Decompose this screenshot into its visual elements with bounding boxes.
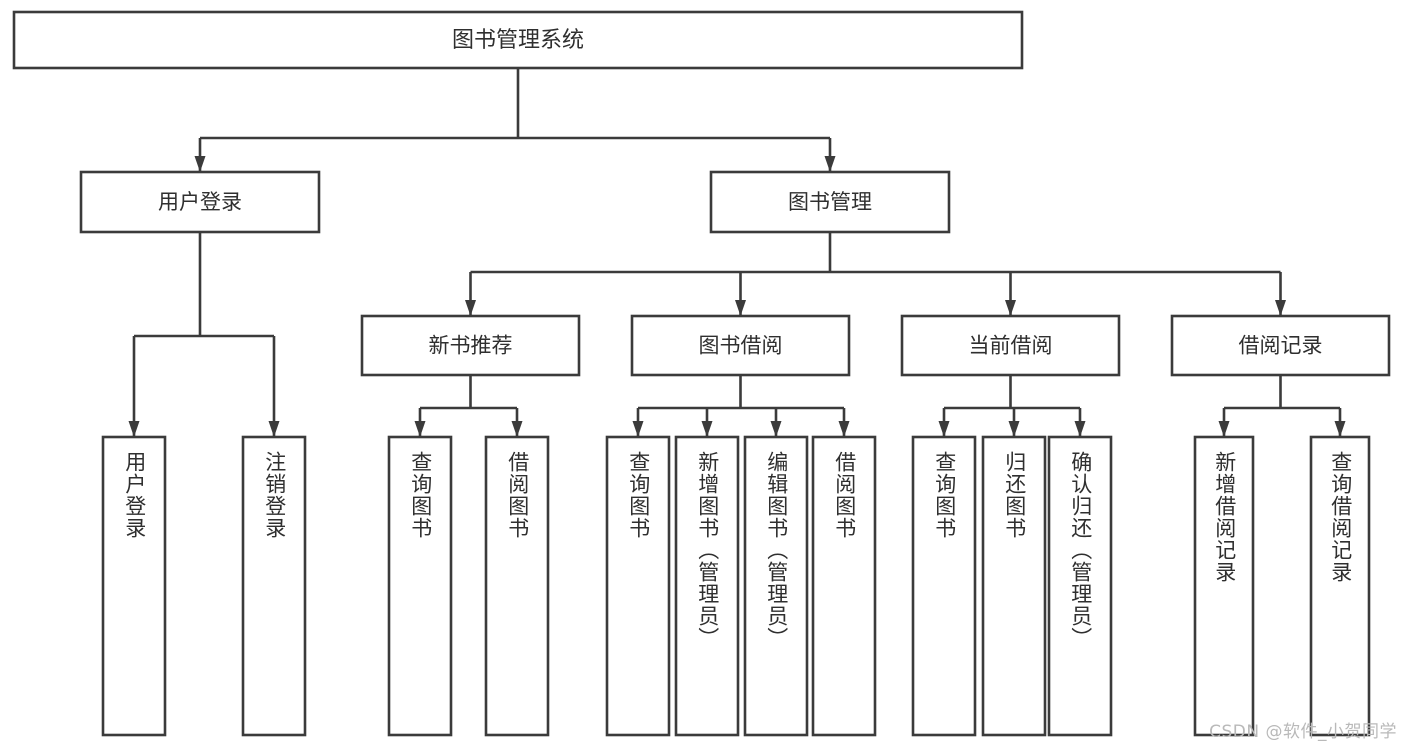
node-level2-1[interactable]: 图书管理	[709, 170, 951, 234]
node-leaf-2[interactable]	[387, 435, 453, 737]
node-level2-0[interactable]: 用户登录	[79, 170, 321, 234]
node-leaf-12-box	[1309, 435, 1371, 737]
conn-bookmgmt-arrow-0	[465, 300, 476, 316]
node-level3-2-label: 当前借阅	[969, 334, 1053, 358]
conn-current-arrow-1	[1008, 421, 1020, 437]
node-leaf-6-box	[743, 435, 809, 737]
node-level3-2-box	[900, 314, 1121, 377]
node-level3-3-label: 借阅记录	[1239, 334, 1323, 358]
node-level3-1-label: 图书借阅	[699, 334, 783, 358]
node-level3-0-label: 新书推荐	[429, 334, 513, 358]
conn-userlogin-arrow-0	[128, 421, 140, 437]
node-leaf-7-box	[811, 435, 877, 737]
conn-userlogin-arrow-1	[268, 421, 280, 437]
node-leaf-9[interactable]	[981, 435, 1047, 737]
node-root[interactable]: 图书管理系统	[12, 10, 1024, 70]
node-leaf-3[interactable]	[484, 435, 550, 737]
node-leaf-7[interactable]	[811, 435, 877, 737]
node-level2-0-box	[79, 170, 321, 234]
conn-record-arrow-0	[1218, 421, 1230, 437]
conn-borrow-arrow-0	[632, 421, 644, 437]
node-level3-1[interactable]: 图书借阅	[630, 314, 851, 377]
conn-root-arrow-0	[194, 156, 206, 172]
node-root-label: 图书管理系统	[452, 28, 584, 53]
node-leaf-6[interactable]	[743, 435, 809, 737]
connector-layer	[128, 68, 1346, 437]
conn-bookmgmt-arrow-3	[1275, 300, 1286, 316]
node-leaf-0-box	[101, 435, 167, 737]
node-leaf-1[interactable]	[241, 435, 307, 737]
node-leaf-11[interactable]	[1193, 435, 1255, 737]
node-root-box	[12, 10, 1024, 70]
node-leaf-1-box	[241, 435, 307, 737]
node-level3-0-box	[360, 314, 581, 377]
conn-bookmgmt-arrow-2	[1005, 300, 1016, 316]
node-level3-2[interactable]: 当前借阅	[900, 314, 1121, 377]
conn-newbook-arrow-0	[414, 421, 426, 437]
watermark: CSDN @软件_小贺同学	[1209, 722, 1397, 742]
node-leaf-11-box	[1193, 435, 1255, 737]
conn-bookmgmt-arrow-1	[735, 300, 746, 316]
conn-record-arrow-1	[1334, 421, 1346, 437]
node-level2-1-label: 图书管理	[788, 190, 872, 214]
conn-borrow-arrow-1	[701, 421, 713, 437]
node-leaf-3-box	[484, 435, 550, 737]
node-leaf-8[interactable]	[911, 435, 977, 737]
conn-newbook-arrow-1	[511, 421, 523, 437]
node-leaf-4[interactable]	[605, 435, 671, 737]
node-leaf-10[interactable]	[1047, 435, 1113, 737]
node-level3-3-box	[1170, 314, 1391, 377]
node-leaf-0[interactable]	[101, 435, 167, 737]
node-level3-1-box	[630, 314, 851, 377]
node-level2-1-box	[709, 170, 951, 234]
node-leaf-2-box	[387, 435, 453, 737]
conn-root-arrow-1	[824, 156, 836, 172]
node-leaf-4-box	[605, 435, 671, 737]
conn-current-arrow-0	[938, 421, 950, 437]
node-level3-3[interactable]: 借阅记录	[1170, 314, 1391, 377]
conn-current-arrow-2	[1074, 421, 1086, 437]
node-level2-0-label: 用户登录	[158, 190, 242, 214]
node-leaf-9-box	[981, 435, 1047, 737]
node-level3-0[interactable]: 新书推荐	[360, 314, 581, 377]
node-leaf-10-box	[1047, 435, 1113, 737]
node-leaf-5[interactable]	[674, 435, 740, 737]
conn-borrow-arrow-3	[838, 421, 850, 437]
node-leaf-8-box	[911, 435, 977, 737]
conn-borrow-arrow-2	[770, 421, 782, 437]
node-leaf-12[interactable]	[1309, 435, 1371, 737]
node-leaf-5-box	[674, 435, 740, 737]
